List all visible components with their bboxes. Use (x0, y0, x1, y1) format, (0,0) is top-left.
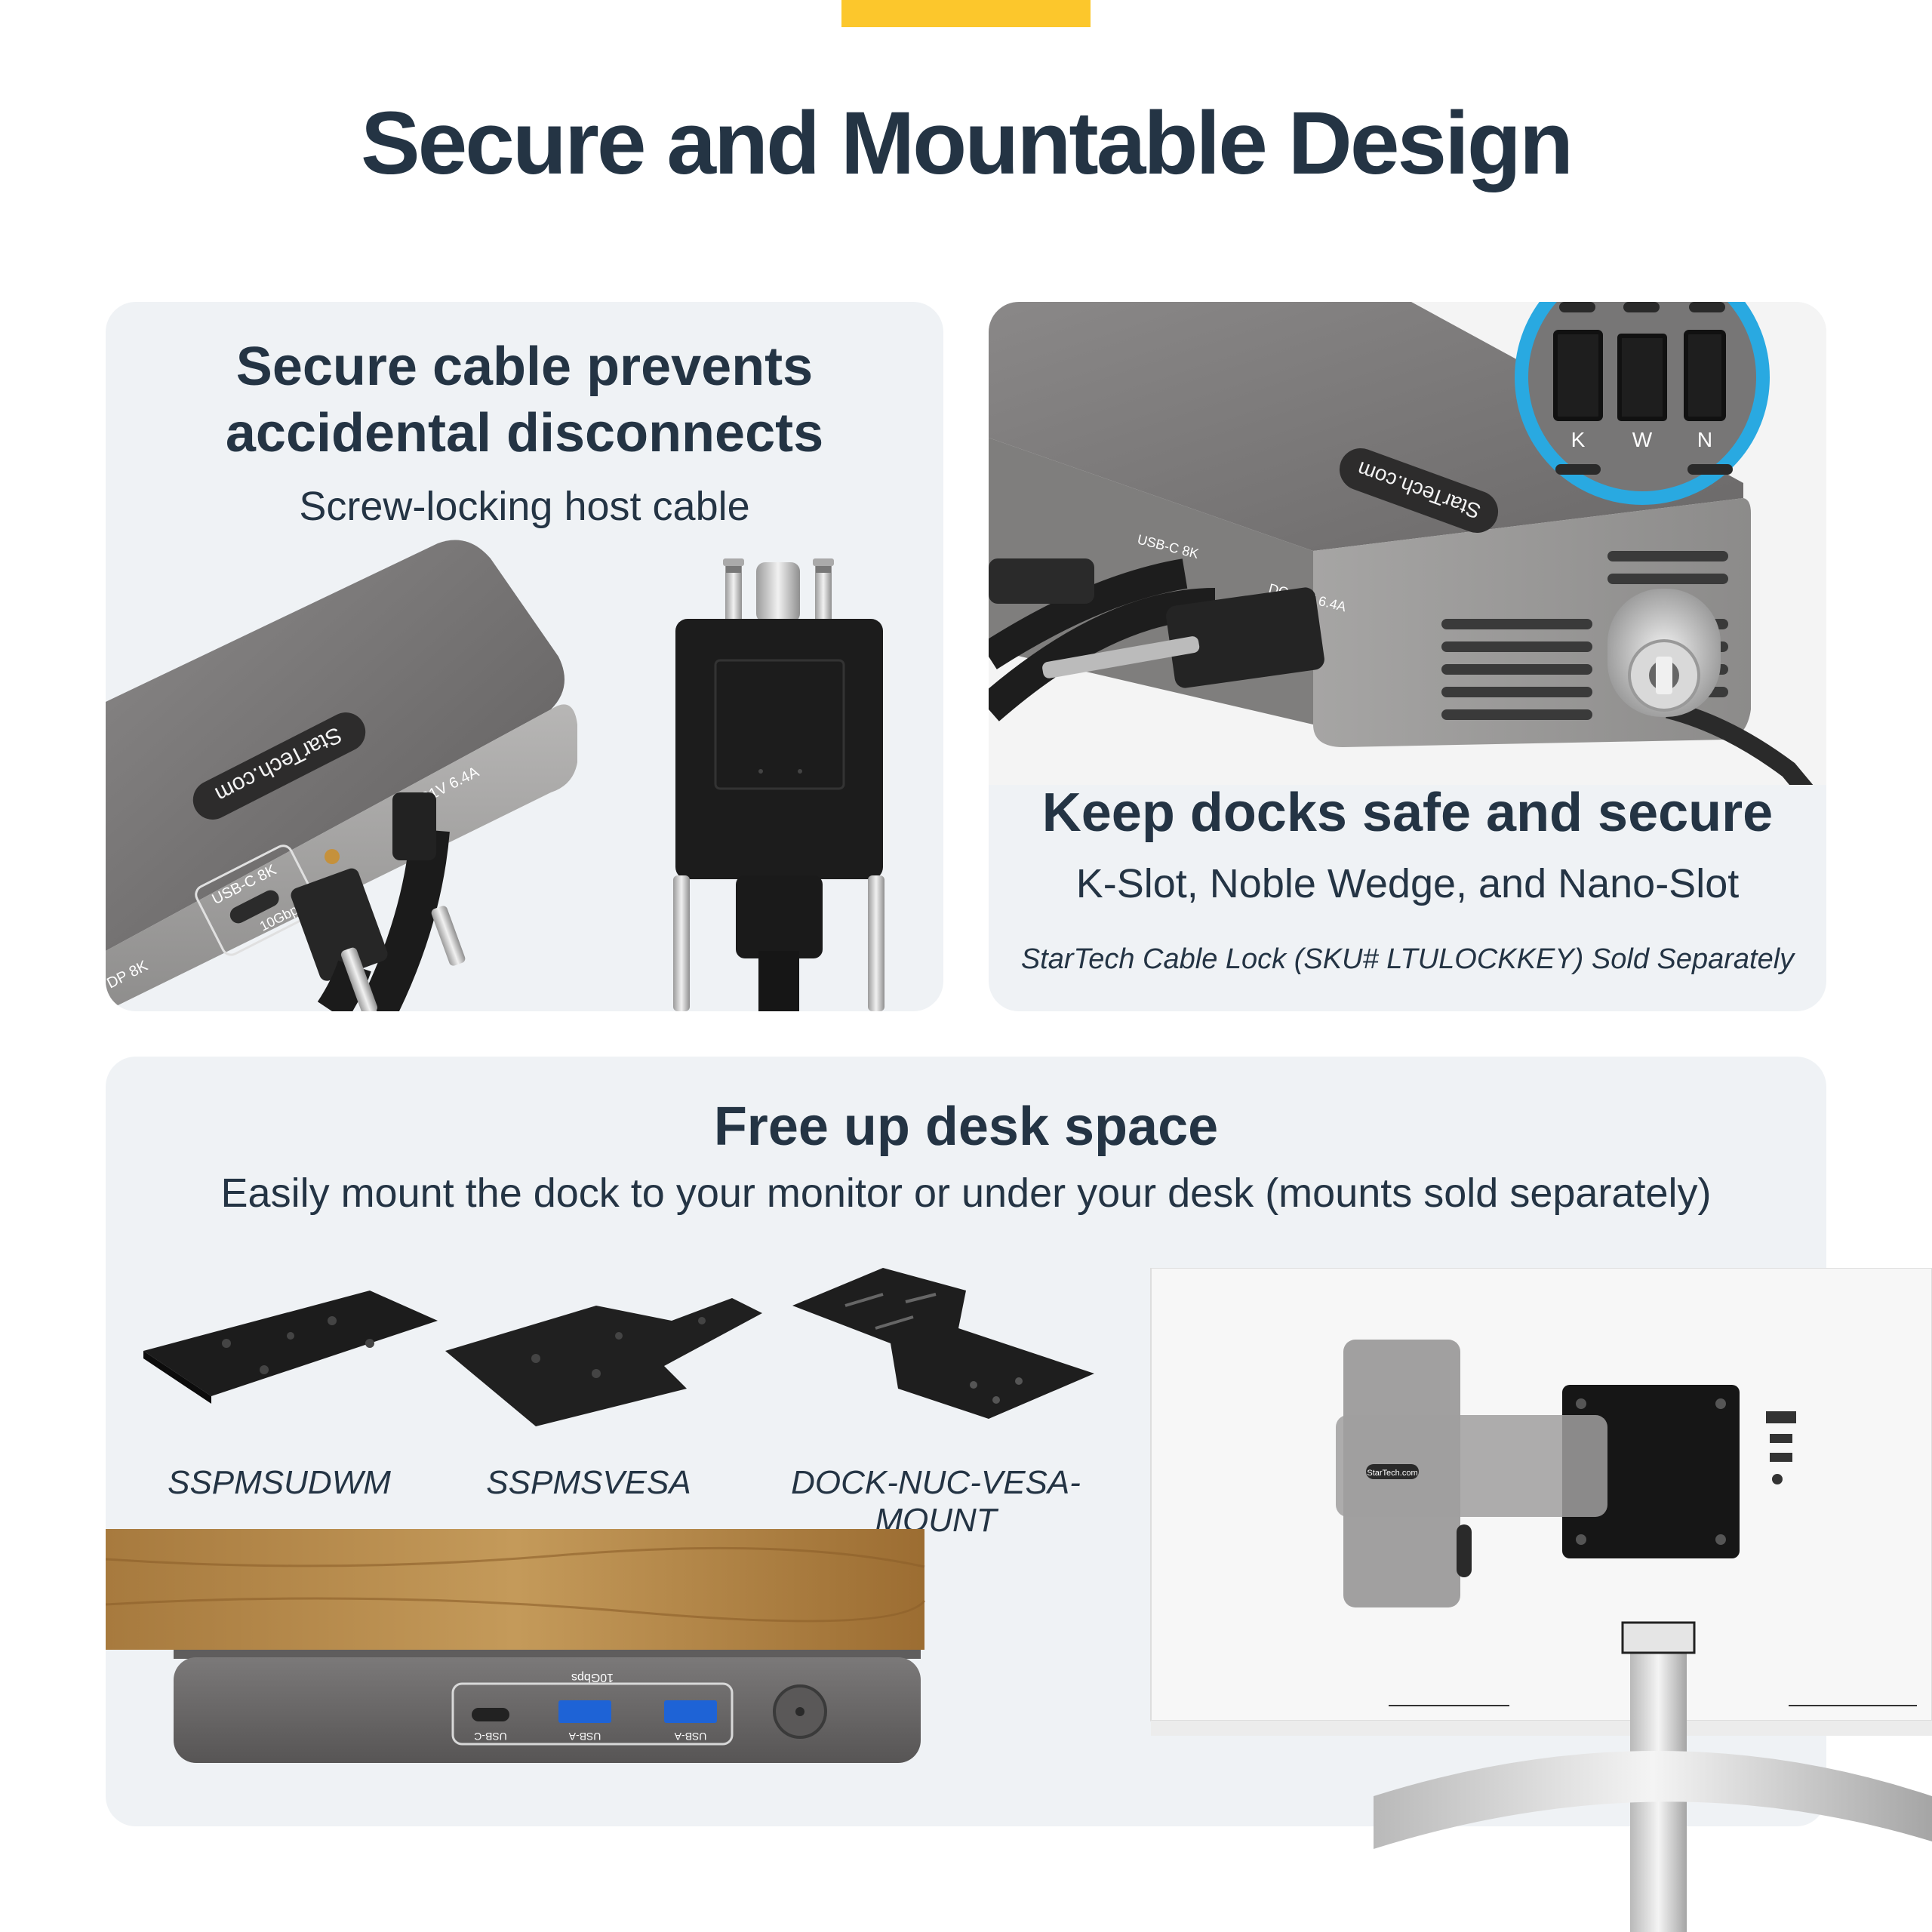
mount-label-dock-nuc-vesa: DOCK-NUC-VESA-MOUNT (791, 1464, 1081, 1539)
cable-panel-subtitle: Screw-locking host cable (299, 484, 750, 529)
lock-panel-note: StarTech Cable Lock (SKU# LTULOCKKEY) So… (1020, 943, 1795, 975)
slot-label-k: K (1571, 428, 1586, 451)
slot-label-n: N (1697, 428, 1712, 451)
mount-label-sspmsvesa: SSPMSVESA (486, 1464, 691, 1501)
mount-products-illustration (143, 1268, 1094, 1426)
lock-panel-title: Keep docks safe and secure (1041, 783, 1774, 843)
accent-bar (841, 0, 1091, 27)
desk-gbps-label: 10Gbps (571, 1671, 614, 1684)
desk-usbc-label: USB-C (474, 1730, 507, 1743)
mount-panel-title: Free up desk space (713, 1097, 1219, 1157)
cable-title-line2: accidental disconnects (225, 403, 824, 463)
desk-usba-label-2: USB-A (674, 1730, 706, 1743)
cable-panel-title: Secure cable prevents accidental disconn… (106, 334, 943, 466)
mount-label-sspmsudwm: SSPMSUDWM (168, 1464, 391, 1501)
mount-panel-subtitle: Easily mount the dock to your monitor or… (220, 1171, 1712, 1216)
cable-panel: Secure cable prevents accidental disconn… (106, 302, 943, 1011)
monitor-mount-illustration: StarTech.com (1150, 1268, 1932, 1932)
dock-with-cable-illustration: StarTech.com DC 21V 6.4A USB-C 8K 10Gbps… (106, 540, 884, 1011)
desk-usba-label-1: USB-A (568, 1730, 601, 1743)
mount-panel: Free up desk space Easily mount the dock… (106, 1057, 1826, 1826)
cable-title-line1: Secure cable prevents (235, 337, 814, 397)
lock-slots-zoom: K W N (1515, 302, 1770, 505)
lock-panel: StarTech.com DC 21V 6.4A USB-C 8K (989, 302, 1826, 1011)
slot-label-w: W (1632, 428, 1653, 451)
monitor-dock-brand-1: StarTech.com (1367, 1469, 1417, 1478)
under-desk-dock-illustration: 10Gbps USB-C USB-A USB-A (106, 1529, 926, 1763)
page-title: Secure and Mountable Design (360, 94, 1574, 193)
lock-panel-subtitle: K-Slot, Noble Wedge, and Nano-Slot (1075, 861, 1740, 906)
